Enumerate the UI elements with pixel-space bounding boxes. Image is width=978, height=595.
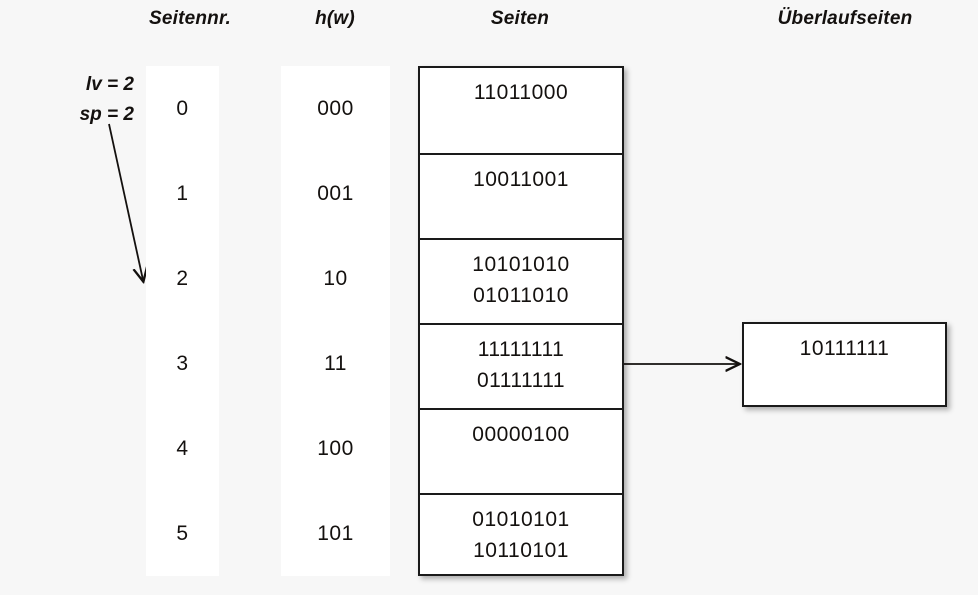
record-value: 00000100 <box>472 423 570 446</box>
seiten-page-row: 10011001 <box>420 153 622 238</box>
parameter-lv: lv = 2 <box>85 74 134 95</box>
seitennr-cell: 5 <box>176 521 189 545</box>
column-header-seitennr: Seitennr. <box>148 8 232 29</box>
record-value: 01011010 <box>473 284 569 307</box>
seitennr-cell: 2 <box>176 266 189 290</box>
hw-cell: 100 <box>317 436 354 460</box>
record-value: 10111111 <box>799 337 890 360</box>
hw-cell: 000 <box>317 96 354 120</box>
hw-cell: 10 <box>323 266 348 290</box>
overflow-page-box: 10111111 <box>742 322 947 407</box>
record-value: 01010101 <box>472 508 570 531</box>
seiten-page-row: 01010101 10110101 <box>420 493 622 578</box>
record-value: 10101010 <box>472 253 570 276</box>
overflow-link-arrow-icon <box>624 350 748 380</box>
column-seitennr: 0 1 2 3 4 5 <box>146 66 219 576</box>
record-value: 11111111 <box>477 338 565 361</box>
seitennr-cell: 3 <box>176 351 189 375</box>
record-value: 01111111 <box>476 369 566 392</box>
seiten-page-row: 00000100 <box>420 408 622 493</box>
seitennr-cell: 4 <box>176 436 189 460</box>
seiten-page-row: 11011000 <box>420 68 622 153</box>
record-value: 11011000 <box>473 81 569 104</box>
column-header-ueberlaufseiten: Überlaufseiten <box>777 8 913 29</box>
hw-cell: 101 <box>317 521 354 545</box>
seiten-page-row: 10101010 01011010 <box>420 238 622 323</box>
hw-cell: 11 <box>324 351 347 375</box>
parameter-block: lv = 2 sp = 2 <box>14 70 134 130</box>
parameter-sp: sp = 2 <box>79 104 134 125</box>
seitennr-cell: 0 <box>176 96 189 120</box>
hw-cell: 001 <box>317 181 354 205</box>
record-value: 10110101 <box>473 539 569 562</box>
table-seiten: 11011000 10011001 10101010 01011010 11111111… <box>418 66 624 576</box>
seiten-page-row: 11111111 01111111 <box>420 323 622 408</box>
column-hw: 000 001 10 11 100 101 <box>281 66 390 576</box>
seitennr-cell: 1 <box>176 181 189 205</box>
record-value: 10011001 <box>473 168 569 191</box>
column-header-hw: h(w) <box>315 8 355 29</box>
column-header-seiten: Seiten <box>490 8 550 29</box>
